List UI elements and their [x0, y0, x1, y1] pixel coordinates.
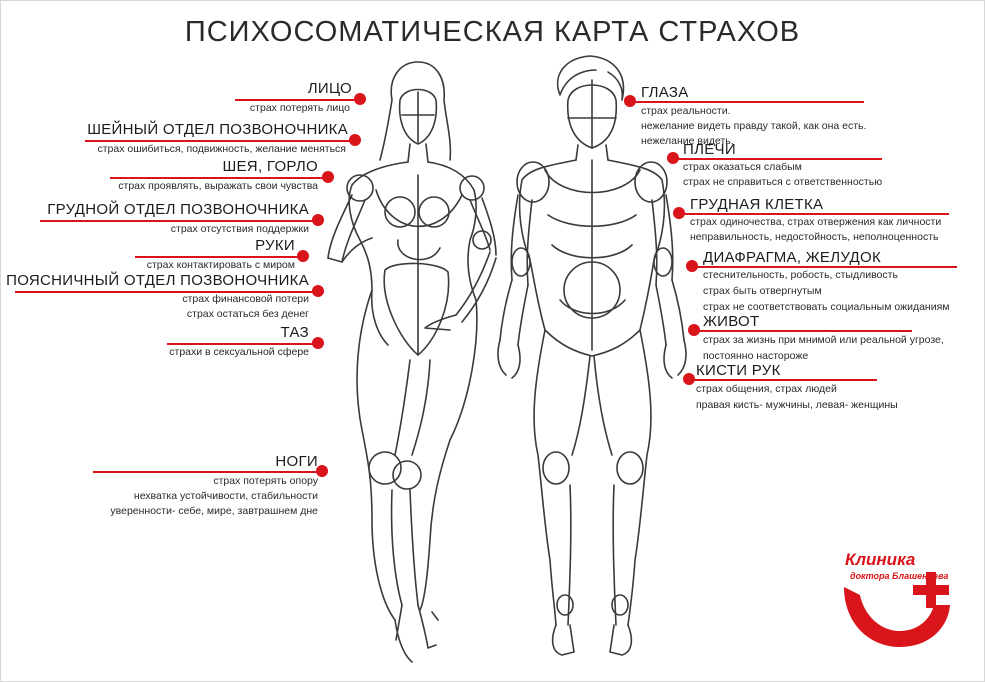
label-line-shoulders	[673, 158, 882, 160]
label-line-thoracic-spine	[40, 220, 316, 222]
label-line-belly	[694, 330, 912, 332]
desc-arms: страх контактировать с миром	[146, 259, 295, 271]
desc-pelvis: страхи в сексуальной сфере	[169, 346, 309, 358]
label-line-pelvis	[167, 343, 315, 345]
label-line-arms	[135, 256, 301, 258]
label-face: ЛИЦО	[307, 80, 352, 97]
marker-dot-neck-throat	[322, 171, 334, 183]
female-figure	[327, 61, 497, 663]
desc-shoulders: страх оказаться слабым страх не справить…	[683, 161, 883, 188]
label-chest: ГРУДНАЯ КЛЕТКА	[690, 196, 824, 213]
label-arms: РУКИ	[255, 237, 295, 254]
label-neck-throat: ШЕЯ, ГОРЛО	[222, 158, 318, 175]
desc-diaphragm-stomach: стеснительность, робость, стыдливость ст…	[703, 269, 950, 313]
label-line-neck-throat	[110, 177, 324, 179]
logo-text-doctor: доктора Блашенцева	[850, 571, 949, 581]
label-thoracic-spine: ГРУДНОЙ ОТДЕЛ ПОЗВОНОЧНИКА	[47, 201, 309, 218]
label-pelvis: ТАЗ	[280, 324, 309, 341]
marker-dot-arms	[297, 250, 309, 262]
label-line-diaphragm	[692, 266, 957, 268]
label-eyes: ГЛАЗА	[641, 84, 689, 101]
marker-dot-thoracic-spine	[312, 214, 324, 226]
desc-eyes: страх реальности. нежелание видеть правд…	[641, 105, 867, 147]
label-diaphragm-stomach: ДИАФРАГМА, ЖЕЛУДОК	[703, 249, 881, 266]
desc-lumbar-spine: страх финансовой потери страх остаться б…	[182, 293, 309, 320]
desc-cervical-spine: страх ошибиться, подвижность, желание ме…	[97, 143, 346, 155]
label-line-eyes	[630, 101, 864, 103]
desc-chest: страх одиночества, страх отвержения как …	[690, 216, 942, 243]
desc-neck-throat: страх проявлять, выражать свои чувства	[118, 180, 318, 192]
desc-thoracic-spine: страх отсутствия поддержки	[170, 223, 309, 235]
label-belly: ЖИВОТ	[703, 313, 760, 330]
marker-dot-face	[354, 93, 366, 105]
marker-dot-legs	[316, 465, 328, 477]
label-line-chest	[679, 213, 949, 215]
desc-hands: страх общения, страх людей правая кисть-…	[696, 383, 898, 411]
page-title: ПСИХОСОМАТИЧЕСКАЯ КАРТА СТРАХОВ	[184, 16, 801, 48]
label-lumbar-spine: ПОЯСНИЧНЫЙ ОТДЕЛ ПОЗВОНОЧНИКА	[6, 272, 309, 289]
label-line-hands	[689, 379, 877, 381]
marker-dot-pelvis	[312, 337, 324, 349]
desc-legs: страх потерять опору нехватка устойчивос…	[110, 475, 318, 517]
label-line-face	[235, 99, 357, 101]
desc-belly: страх за жизнь при мнимой или реальной у…	[703, 334, 944, 362]
marker-dot-cervical-spine	[349, 134, 361, 146]
label-shoulders: ПЛЕЧИ	[683, 141, 736, 158]
male-figure	[497, 55, 687, 656]
label-hands: КИСТИ РУК	[696, 362, 781, 379]
clinic-logo	[844, 572, 950, 647]
label-line-lumbar-spine	[15, 291, 315, 293]
label-line-legs	[93, 471, 319, 473]
marker-dot-lumbar-spine	[312, 285, 324, 297]
logo-text-clinic: Клиника	[845, 550, 916, 569]
label-cervical-spine: ШЕЙНЫЙ ОТДЕЛ ПОЗВОНОЧНИКА	[87, 121, 348, 138]
desc-face: страх потерять лицо	[249, 102, 350, 114]
label-legs: НОГИ	[275, 453, 318, 470]
label-line-cervical-spine	[85, 140, 353, 142]
